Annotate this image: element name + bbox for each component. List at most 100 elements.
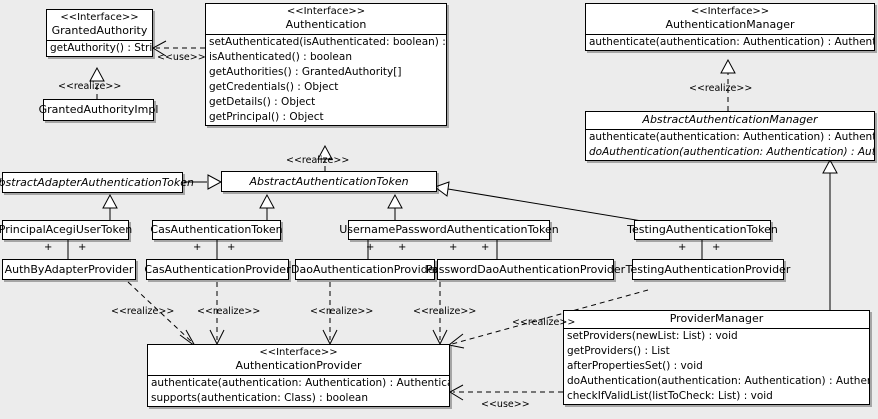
- class-name: AbstractAuthenticationManager: [642, 113, 818, 126]
- association-marker: +: [449, 242, 458, 253]
- class-dao-authentication-provider[interactable]: DaoAuthenticationProvider: [291, 259, 439, 280]
- method-item: checkIfValidList(listToCheck: List) : vo…: [567, 390, 773, 402]
- method-item: afterPropertiesSet() : void: [567, 360, 703, 372]
- stereotype-label: <<Interface>>: [286, 6, 366, 17]
- class-header: ProviderManager: [564, 311, 869, 328]
- arrow-realize-abstract-auth-manager: [720, 58, 736, 74]
- association-marker: +: [227, 242, 236, 253]
- class-granted-authority[interactable]: <<Interface>> GrantedAuthority getAuthor…: [46, 9, 153, 57]
- class-authentication[interactable]: <<Interface>> Authentication setAuthenti…: [205, 3, 447, 126]
- class-name: AuthenticationManager: [665, 18, 795, 31]
- class-testing-authentication-token[interactable]: TestingAuthenticationToken: [627, 220, 778, 240]
- stereotype-label: <<Interface>>: [60, 12, 139, 23]
- class-name: AbstractAdapterAuthenticationToken: [0, 175, 194, 189]
- association-marker: +: [78, 242, 87, 253]
- method-item: doAuthentication(authentication: Authent…: [589, 146, 874, 158]
- class-name: TestingAuthenticationProvider: [625, 262, 791, 276]
- class-name: AuthenticationProvider: [235, 359, 362, 372]
- class-authentication-provider[interactable]: <<Interface>> AuthenticationProvider aut…: [147, 344, 450, 407]
- arrow-realize-password-dao-provider: [432, 329, 448, 346]
- methods-compartment: authenticate(authentication: Authenticat…: [148, 375, 449, 406]
- stereotype-label: <<Interface>>: [690, 6, 770, 17]
- method-item: setProviders(newList: List) : void: [567, 330, 738, 342]
- method-item: authenticate(authentication: Authenticat…: [589, 131, 874, 143]
- class-password-dao-authentication-provider[interactable]: PasswordDaoAuthenticationProvider: [426, 259, 625, 280]
- class-authentication-manager[interactable]: <<Interface>> AuthenticationManager auth…: [585, 3, 875, 51]
- class-username-password-authentication-token[interactable]: UsernamePasswordAuthenticationToken: [339, 220, 559, 240]
- class-name: PrincipalAcegiUserToken: [0, 223, 133, 236]
- edge-label-realize-granted-authority-impl: <<realize>>: [58, 81, 122, 92]
- arrow-generalize-principal-token: [102, 193, 118, 209]
- association-marker: +: [193, 242, 202, 253]
- methods-compartment: authenticate(authentication: Authenticat…: [586, 34, 874, 50]
- arrow-use-provider-manager: [448, 384, 464, 401]
- edge-label-realize-cas-provider: <<realize>>: [197, 306, 261, 317]
- class-name: AuthByAdapterProvider: [4, 262, 134, 276]
- class-granted-authority-impl[interactable]: GrantedAuthorityImpl: [39, 99, 158, 121]
- class-name: AbstractAuthenticationToken: [249, 174, 409, 188]
- method-item: getDetails() : Object: [209, 96, 316, 108]
- method-item: supports(authentication: Class) : boolea…: [151, 392, 368, 404]
- arrow-realize-cas-provider: [209, 329, 225, 346]
- method-item: getPrincipal() : Object: [209, 111, 324, 123]
- class-abstract-authentication-manager[interactable]: AbstractAuthenticationManager authentica…: [585, 111, 875, 161]
- methods-compartment: getAuthority() : String: [47, 40, 152, 56]
- association-marker: +: [366, 242, 375, 253]
- class-auth-by-adapter-provider[interactable]: AuthByAdapterProvider: [2, 259, 136, 280]
- method-item: getAuthority() : String: [50, 42, 152, 54]
- association-marker: +: [398, 242, 407, 253]
- method-item: setAuthenticated(isAuthenticated: boolea…: [209, 36, 446, 48]
- edge-label-use-granted-authority: <<use>>: [157, 52, 206, 63]
- arrow-realize-granted-authority-impl: [89, 66, 105, 82]
- method-item: getProviders() : List: [567, 345, 670, 357]
- arrow-generalize-username-password-token: [387, 193, 403, 209]
- class-principal-acegi-user-token[interactable]: PrincipalAcegiUserToken: [0, 220, 133, 240]
- edge-label-use-provider-manager: <<use>>: [481, 399, 530, 410]
- stereotype-label: <<Interface>>: [259, 347, 338, 358]
- class-header: AbstractAuthenticationManager: [586, 112, 874, 129]
- class-abstract-authentication-token[interactable]: AbstractAuthenticationToken: [221, 171, 437, 192]
- method-item: isAuthenticated() : boolean: [209, 51, 352, 63]
- association-marker: +: [481, 242, 490, 253]
- edge-label-realize-password-dao-provider: <<realize>>: [413, 306, 477, 317]
- arrow-realize-provider-manager: [447, 333, 465, 349]
- class-name: GrantedAuthority: [51, 24, 148, 37]
- methods-compartment: setAuthenticated(isAuthenticated: boolea…: [206, 34, 446, 125]
- edge-label-realize-abstract-auth-token: <<realize>>: [286, 155, 350, 166]
- arrow-generalize-adapter-token: [207, 174, 223, 190]
- edge-label-realize-dao-provider: <<realize>>: [310, 306, 374, 317]
- class-header: <<Interface>> AuthenticationProvider: [148, 345, 449, 375]
- class-header: <<Interface>> AuthenticationManager: [586, 4, 874, 34]
- arrow-realize-dao-provider: [322, 329, 338, 346]
- edge-label-realize-auth-by-adapter: <<realize>>: [111, 306, 175, 317]
- class-header: <<Interface>> GrantedAuthority: [47, 10, 152, 40]
- class-cas-authentication-provider[interactable]: CasAuthenticationProvider: [144, 259, 291, 280]
- class-name: PasswordDaoAuthenticationProvider: [425, 262, 626, 276]
- method-item: getAuthorities() : GrantedAuthority[]: [209, 66, 402, 78]
- arrow-generalize-provider-manager: [822, 158, 838, 174]
- class-name: TestingAuthenticationToken: [627, 223, 778, 236]
- class-cas-authentication-token[interactable]: CasAuthenticationToken: [150, 220, 283, 240]
- arrow-generalize-testing-token: [433, 181, 450, 197]
- arrow-generalize-cas-token: [259, 193, 275, 209]
- class-provider-manager[interactable]: ProviderManager setProviders(newList: Li…: [563, 310, 870, 405]
- association-marker: +: [44, 242, 53, 253]
- edge-label-realize-provider-manager: <<realize>>: [512, 317, 576, 328]
- class-name: Authentication: [285, 18, 367, 31]
- edge-generalize-testing-token: [447, 188, 649, 223]
- class-testing-authentication-provider[interactable]: TestingAuthenticationProvider: [626, 259, 790, 280]
- method-item: authenticate(authentication: Authenticat…: [151, 377, 449, 389]
- methods-compartment: setProviders(newList: List) : void getPr…: [564, 328, 869, 404]
- class-name: ProviderManager: [669, 312, 764, 325]
- method-item: authenticate(authentication: Authenticat…: [589, 36, 874, 48]
- association-marker: +: [678, 242, 687, 253]
- method-item: doAuthentication(authentication: Authent…: [567, 375, 869, 387]
- association-marker: +: [712, 242, 721, 253]
- method-item: getCredentials() : Object: [209, 81, 339, 93]
- class-name: CasAuthenticationToken: [150, 223, 283, 236]
- class-abstract-adapter-authentication-token[interactable]: AbstractAdapterAuthenticationToken: [0, 172, 194, 193]
- methods-compartment: authenticate(authentication: Authenticat…: [586, 129, 874, 160]
- class-header: <<Interface>> Authentication: [206, 4, 446, 34]
- class-name: GrantedAuthorityImpl: [38, 103, 159, 116]
